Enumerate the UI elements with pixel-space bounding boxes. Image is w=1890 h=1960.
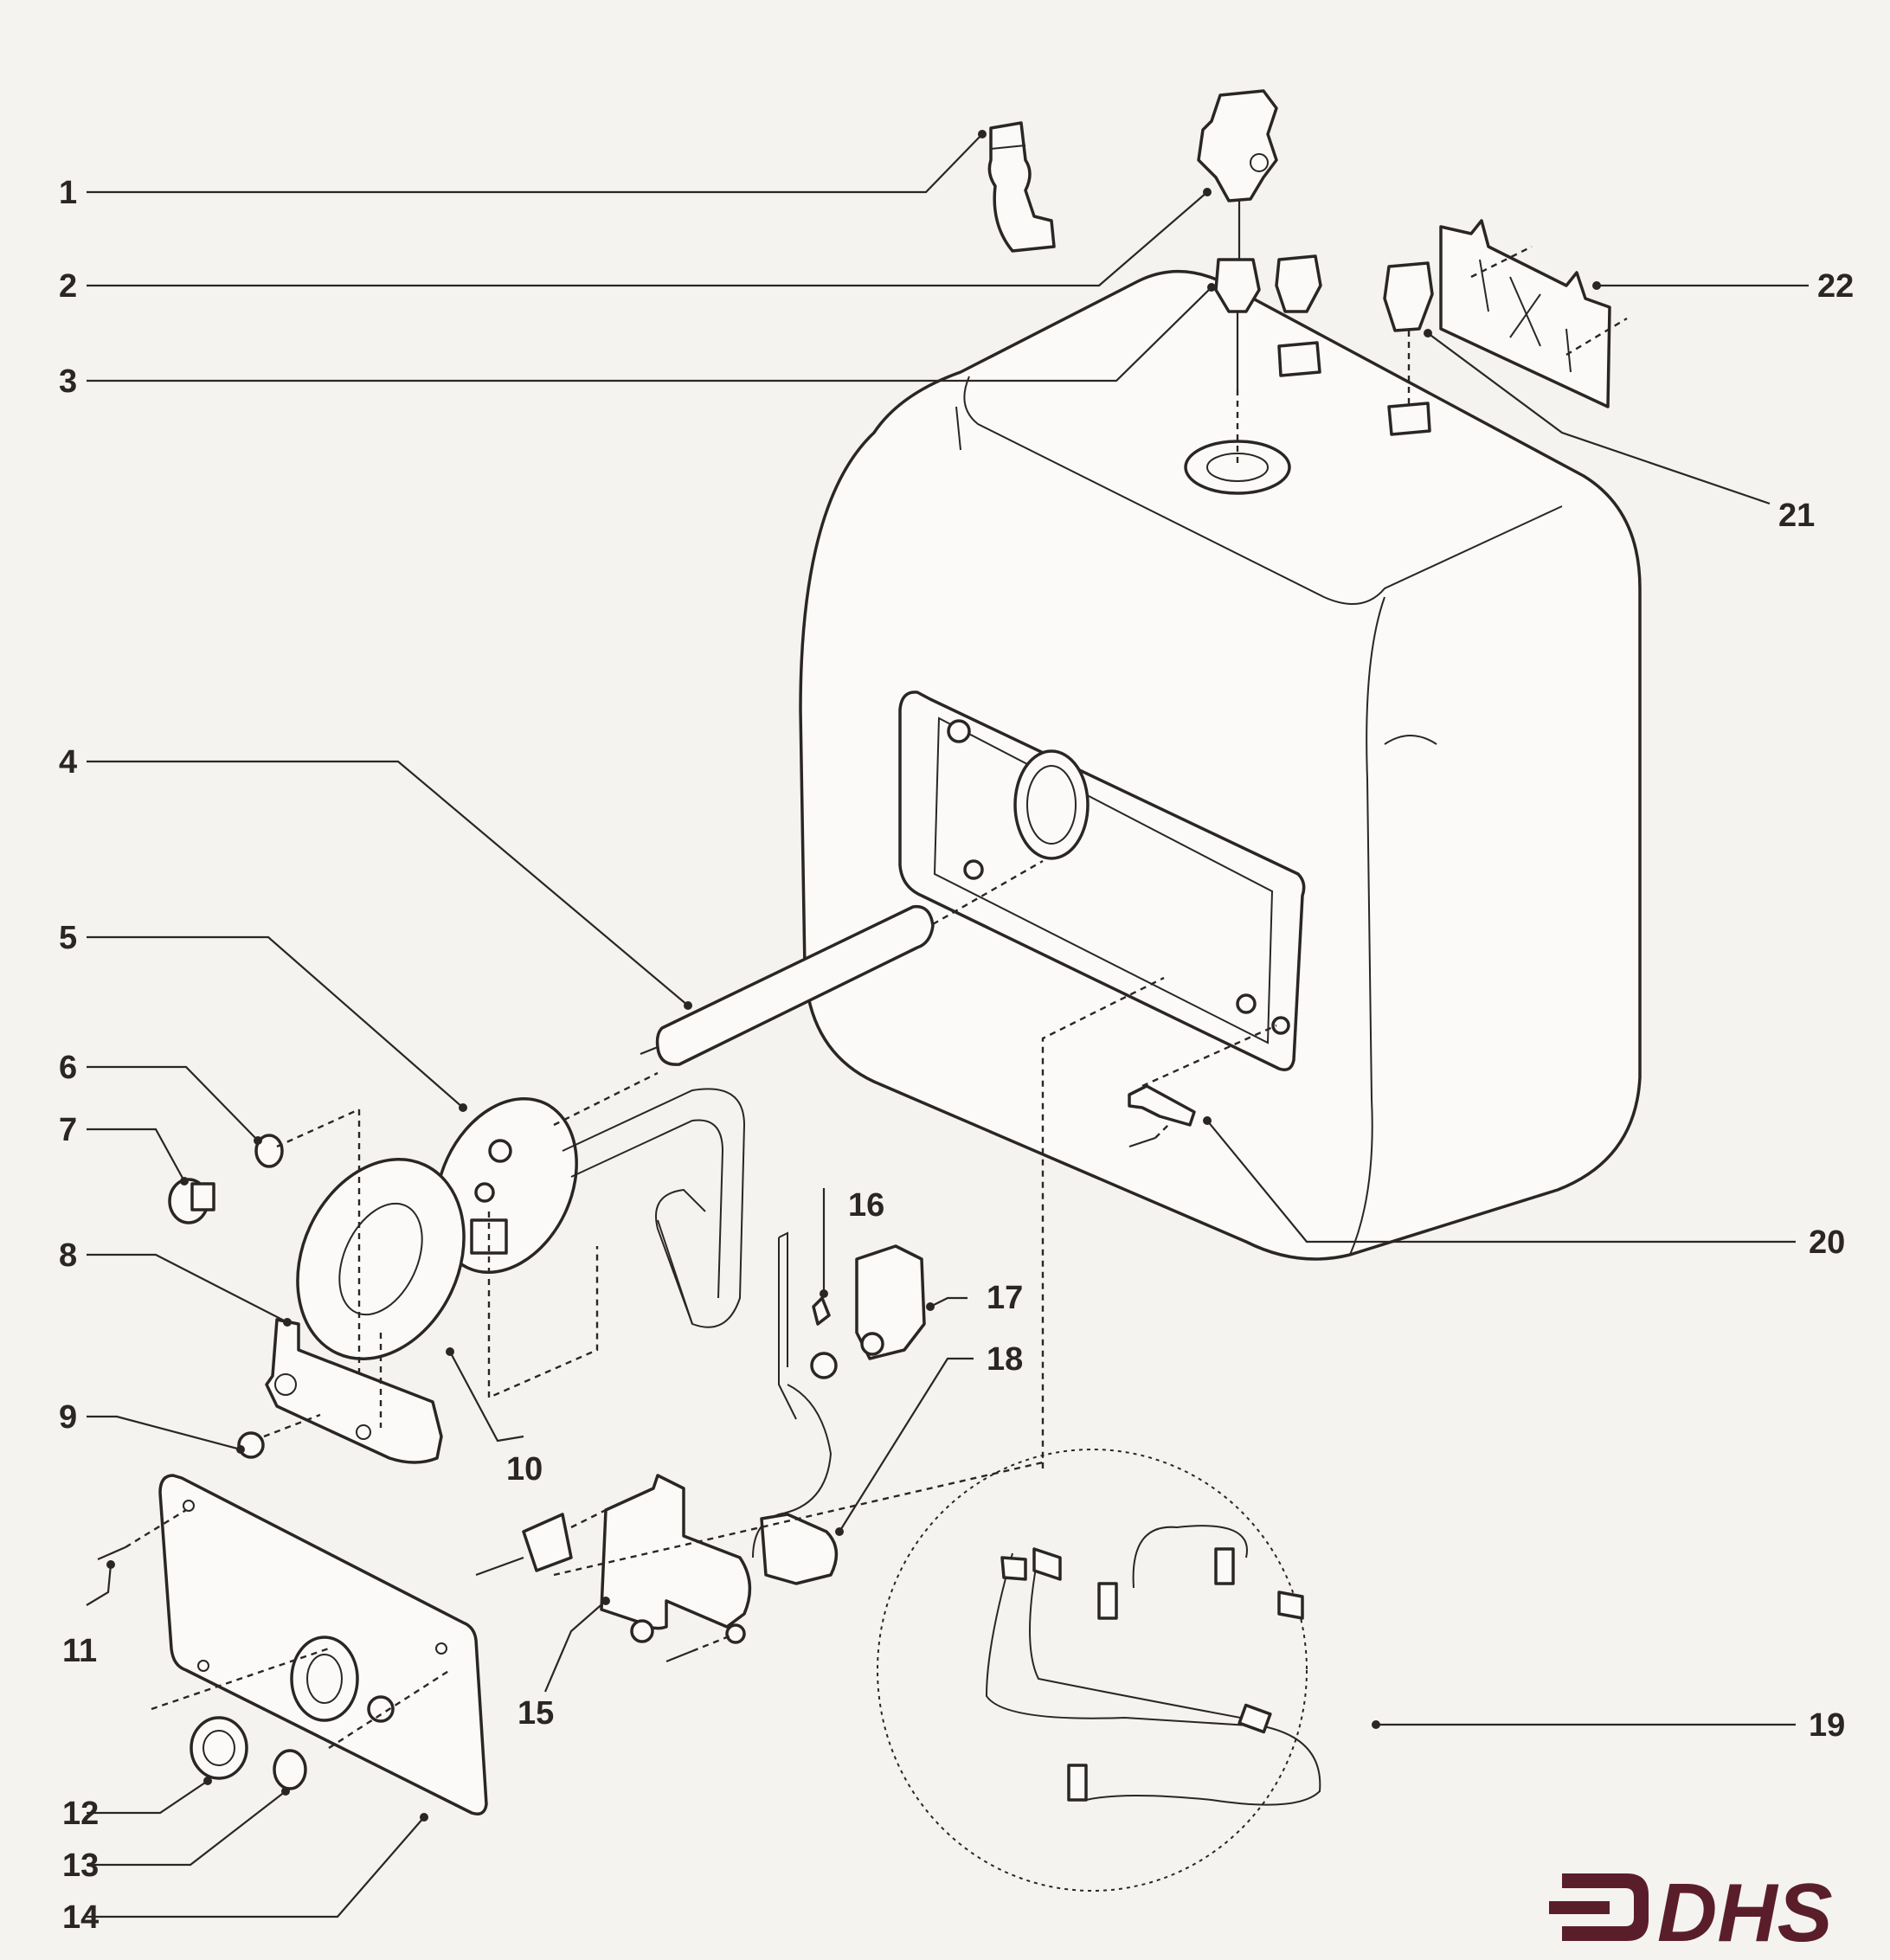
callout-14: 14 [62, 1899, 99, 1936]
bracket-part-8 [265, 1318, 443, 1464]
callout-19: 19 [1809, 1707, 1845, 1744]
callout-9: 9 [59, 1399, 77, 1436]
indicator-lamp-part-13 [273, 1749, 307, 1790]
pressure-relief-valve-part-2 [1197, 89, 1278, 260]
callout-18: 18 [987, 1341, 1023, 1378]
wall-bracket-part-22 [1439, 219, 1628, 408]
wiring-harness-part-19 [553, 976, 1321, 1892]
callout-1: 1 [59, 175, 77, 211]
dhs-logo: DHS [1549, 1867, 1833, 1959]
callout-16: 16 [848, 1187, 884, 1224]
strap-part-20 [1128, 1024, 1277, 1148]
washer-part-6 [254, 1108, 361, 1393]
heating-element-flange-part-5 [434, 1071, 746, 1328]
cover-plate-part-14 [151, 1474, 488, 1815]
clip-part-16 [752, 1231, 832, 1558]
thermostat-part-15 [475, 1474, 752, 1663]
callout-12: 12 [62, 1796, 99, 1832]
callout-3: 3 [59, 363, 77, 400]
water-heater-tank [799, 269, 1642, 1261]
leader-dots [106, 130, 1601, 1822]
callout-15: 15 [518, 1695, 554, 1732]
callout-6: 6 [59, 1050, 77, 1086]
callout-13: 13 [62, 1848, 99, 1884]
callout-5: 5 [59, 920, 77, 956]
safety-valve-part-1 [987, 121, 1056, 253]
callout-11: 11 [62, 1633, 97, 1669]
knob-part-12 [190, 1716, 248, 1780]
dhs-logo-text: DHS [1657, 1867, 1833, 1959]
callout-21: 21 [1778, 498, 1815, 534]
callout-2: 2 [59, 268, 77, 305]
callout-20: 20 [1809, 1224, 1845, 1261]
callout-17: 17 [987, 1280, 1023, 1316]
plug-part-7 [168, 1178, 215, 1224]
dip-tube-fitting-part-3 [1214, 258, 1261, 467]
inlet-nipple [1275, 254, 1322, 377]
callout-labels: 1 2 3 4 5 6 7 8 9 10 11 12 13 14 15 16 1… [59, 175, 1854, 1936]
callout-8: 8 [59, 1237, 77, 1274]
anode-rod-part-4 [640, 859, 1044, 1066]
nut-part-9 [237, 1413, 321, 1459]
leader-lines [86, 133, 1809, 1918]
thermal-cutout-part-17 [810, 1244, 926, 1379]
callout-10: 10 [506, 1451, 543, 1488]
gasket-part-10 [296, 1158, 599, 1399]
screw-part-11 [97, 1508, 187, 1561]
callout-7: 7 [59, 1112, 77, 1148]
sensor-part-18 [760, 1513, 839, 1585]
outlet-nipple-part-21 [1383, 261, 1434, 436]
dhs-logo-mark [1549, 1873, 1649, 1941]
callout-22: 22 [1817, 268, 1854, 305]
callout-4: 4 [59, 744, 77, 781]
